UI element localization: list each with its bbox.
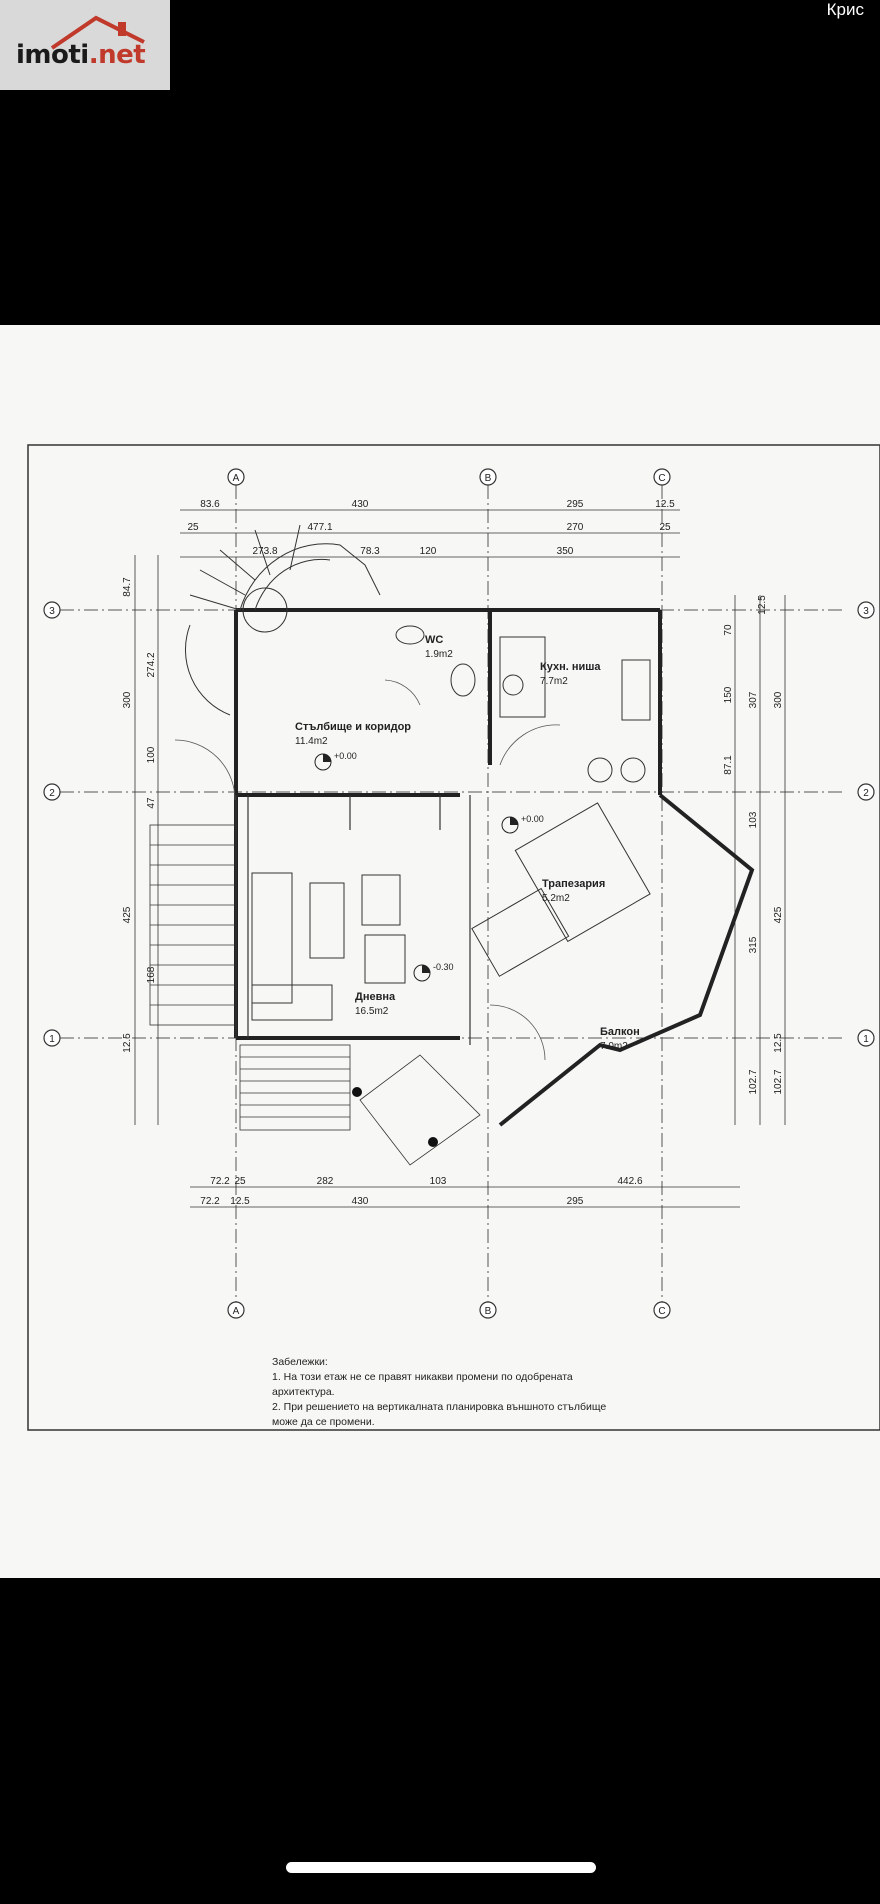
- room-label: Стълбище и коридор: [295, 721, 411, 733]
- dim-text: 315: [748, 936, 759, 953]
- floor-plan-drawing: WC 1.9m2 Кухн. ниша 7.7m2 Стълбище и кор…: [27, 444, 880, 1431]
- home-indicator[interactable]: [286, 1862, 596, 1873]
- room-area: 7.0m2: [600, 1041, 628, 1052]
- site-logo[interactable]: imoti.net: [0, 0, 170, 90]
- dim-text: 150: [723, 686, 734, 703]
- dim-text: 70: [723, 624, 734, 636]
- dim-text: 273.8: [252, 546, 277, 557]
- dim-text: 477.1: [307, 522, 332, 533]
- level-mark: +0.00: [521, 814, 544, 824]
- axis-label: A: [233, 1306, 240, 1317]
- dim-text: 12.5: [757, 595, 768, 615]
- floor-plan-image[interactable]: WC 1.9m2 Кухн. ниша 7.7m2 Стълбище и кор…: [0, 325, 880, 1578]
- user-name: Крис: [826, 0, 864, 19]
- axis-label: B: [485, 473, 492, 484]
- logo-wordmark: imoti.net: [16, 40, 146, 70]
- dim-text: 72.2: [200, 1196, 220, 1207]
- dim-text: 120: [420, 546, 437, 557]
- dim-text: 25: [234, 1176, 246, 1187]
- dim-text: 12.5: [122, 1033, 133, 1053]
- axis-label: 1: [863, 1034, 869, 1045]
- dim-text: 12.5: [230, 1196, 250, 1207]
- dim-text: 270: [567, 522, 584, 533]
- axis-label: 2: [863, 788, 869, 799]
- level-mark: -0.30: [433, 962, 454, 972]
- dim-text: 72.2: [210, 1176, 230, 1187]
- axis-label: C: [658, 473, 665, 484]
- room-area: 16.5m2: [355, 1006, 389, 1017]
- level-mark: +0.00: [334, 751, 357, 761]
- dim-text: 103: [748, 811, 759, 828]
- dim-text: 442.6: [617, 1176, 642, 1187]
- notes-line: може да се промени.: [272, 1416, 375, 1428]
- dim-text: 83.6: [200, 499, 220, 510]
- room-label: WC: [425, 634, 443, 646]
- dim-text: 168: [146, 966, 157, 983]
- dim-text: 295: [567, 1196, 584, 1207]
- dim-text: 84.7: [122, 577, 133, 597]
- dim-text: 430: [352, 499, 369, 510]
- room-label: Балкон: [600, 1026, 640, 1038]
- dim-text: 102.7: [748, 1069, 759, 1094]
- axis-label: C: [658, 1306, 665, 1317]
- dim-text: 274.2: [146, 652, 157, 677]
- dim-text: 78.3: [360, 546, 380, 557]
- notes-title: Забележки:: [272, 1356, 328, 1368]
- room-label: Дневна: [355, 991, 396, 1003]
- dim-text: 12.5: [655, 499, 675, 510]
- dim-text: 350: [557, 546, 574, 557]
- axis-label: 3: [863, 606, 869, 617]
- dim-text: 282: [317, 1176, 334, 1187]
- house-roof-icon: [50, 15, 145, 50]
- dim-text: 425: [773, 906, 784, 923]
- notes-line: архитектура.: [272, 1386, 335, 1398]
- notes-line: 1. На този етаж не се правят никакви про…: [272, 1371, 573, 1383]
- room-area: 7.7m2: [540, 676, 568, 687]
- dim-text: 25: [187, 522, 199, 533]
- axis-label: 3: [49, 606, 55, 617]
- axis-label: 1: [49, 1034, 55, 1045]
- dim-text: 25: [659, 522, 671, 533]
- dim-text: 430: [352, 1196, 369, 1207]
- dim-text: 300: [773, 691, 784, 708]
- notes-line: 2. При решението на вертикалната планиро…: [272, 1401, 607, 1413]
- dim-text: 102.7: [773, 1069, 784, 1094]
- axis-label: B: [485, 1306, 492, 1317]
- dim-text: 100: [146, 746, 157, 763]
- room-area: 11.4m2: [295, 736, 328, 747]
- dim-text: 47: [146, 797, 157, 809]
- axis-label: A: [233, 473, 240, 484]
- room-label: Кухн. ниша: [540, 661, 601, 673]
- dim-text: 12.5: [773, 1033, 784, 1053]
- dim-text: 295: [567, 499, 584, 510]
- room-label: Трапезария: [542, 878, 605, 890]
- dim-text: 307: [748, 691, 759, 708]
- room-area: 5.2m2: [542, 893, 570, 904]
- dim-text: 425: [122, 906, 133, 923]
- dim-text: 87.1: [723, 755, 734, 775]
- axis-label: 2: [49, 788, 55, 799]
- dim-text: 300: [122, 691, 133, 708]
- plan-notes: Забележки: 1. На този етаж не се правят …: [272, 1355, 672, 1430]
- dim-text: 103: [430, 1176, 447, 1187]
- room-area: 1.9m2: [425, 649, 453, 660]
